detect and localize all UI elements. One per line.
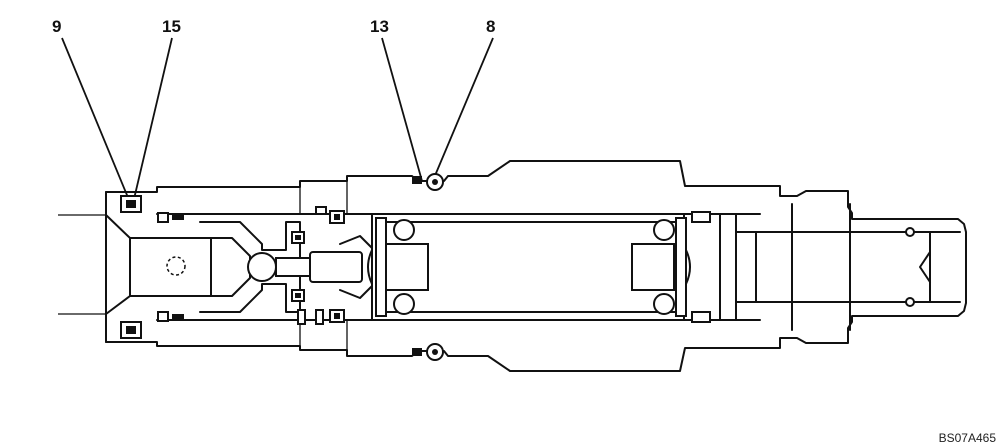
seal-small: [691, 311, 711, 323]
callout-9-label: 9: [52, 17, 61, 36]
callout-15-label: 15: [162, 17, 181, 36]
spring-coil: [653, 293, 675, 315]
poppet-stem: [275, 257, 311, 277]
spring-seat-left: [375, 217, 387, 317]
leader-line-9: [61, 37, 130, 201]
leader-line-8: [433, 37, 494, 179]
backup-ring-13: [412, 176, 422, 184]
callout-8-label: 8: [486, 17, 495, 36]
backup-ring-lower: [412, 348, 422, 356]
hex-socket: [919, 251, 931, 283]
seal-small: [297, 309, 306, 325]
seal-small: [172, 314, 184, 320]
seal-small: [295, 293, 301, 298]
seal-small: [315, 309, 324, 325]
left-plug: [105, 214, 212, 315]
seal-small: [691, 211, 711, 223]
seal-small: [157, 311, 169, 322]
seal-small: [157, 212, 169, 223]
seal-small: [295, 235, 301, 240]
hidden-port-circle: [166, 256, 186, 276]
o-ring-lower-core: [126, 326, 136, 334]
seal-small: [905, 297, 915, 307]
spring-coil: [653, 219, 675, 241]
o-ring-upper-core: [126, 200, 136, 208]
piston-tail-curve: [685, 249, 691, 285]
seal-small: [334, 214, 340, 220]
valve-housing-outline: [105, 160, 967, 372]
poppet-cone: [210, 237, 251, 297]
check-ball: [247, 252, 277, 282]
piston-rod: [309, 251, 363, 283]
spring-seat-right: [675, 217, 687, 317]
o-ring-8-core: [432, 179, 438, 185]
spring-guide-left: [385, 243, 429, 291]
seal-small: [905, 227, 915, 237]
callout-13-label: 13: [370, 17, 389, 36]
figure-id: BS07A465: [939, 431, 997, 445]
seal-small: [172, 214, 184, 220]
leader-line-15: [133, 37, 173, 200]
spring-coil: [393, 219, 415, 241]
spring-coil: [393, 293, 415, 315]
o-ring-lower-core: [432, 349, 438, 355]
leader-line-13: [381, 37, 423, 182]
seal-small: [315, 206, 327, 215]
piston-head-curve: [367, 249, 373, 285]
spring-guide-right: [631, 243, 675, 291]
seal-small: [334, 313, 340, 319]
